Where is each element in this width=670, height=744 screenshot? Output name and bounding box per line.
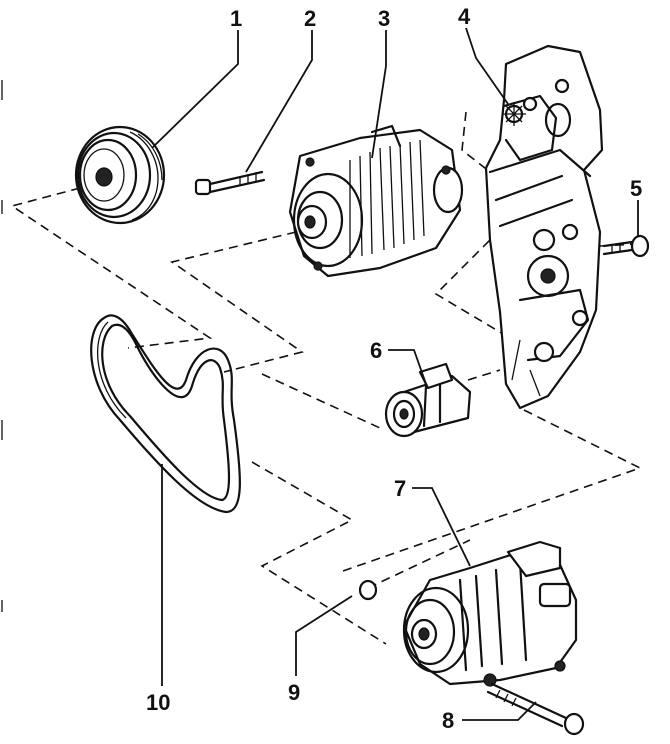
callout-6: 6 — [370, 338, 382, 363]
ribbed-belt-icon — [90, 314, 241, 514]
callout-labels: 1 2 3 4 5 6 7 8 9 10 — [146, 4, 642, 733]
callout-3: 3 — [378, 6, 390, 31]
callout-2: 2 — [304, 6, 316, 31]
sleeve-icon — [358, 579, 378, 601]
long-bolt-icon — [486, 682, 585, 736]
pulley-icon — [74, 125, 166, 225]
callout-5: 5 — [630, 176, 642, 201]
callout-7: 7 — [394, 476, 406, 501]
callout-4: 4 — [458, 4, 471, 29]
long-bolt-icon — [194, 170, 266, 196]
callout-8: 8 — [442, 708, 454, 733]
ac-compressor-icon — [402, 540, 578, 687]
mounting-bracket-icon — [484, 44, 604, 410]
alternator-icon — [288, 124, 464, 278]
callout-1: 1 — [230, 6, 242, 31]
bolt-icon — [602, 234, 650, 258]
callout-10: 10 — [146, 690, 170, 715]
callout-9: 9 — [288, 680, 300, 705]
tensioner-roller-icon — [384, 362, 472, 438]
leader-lines — [151, 27, 639, 721]
